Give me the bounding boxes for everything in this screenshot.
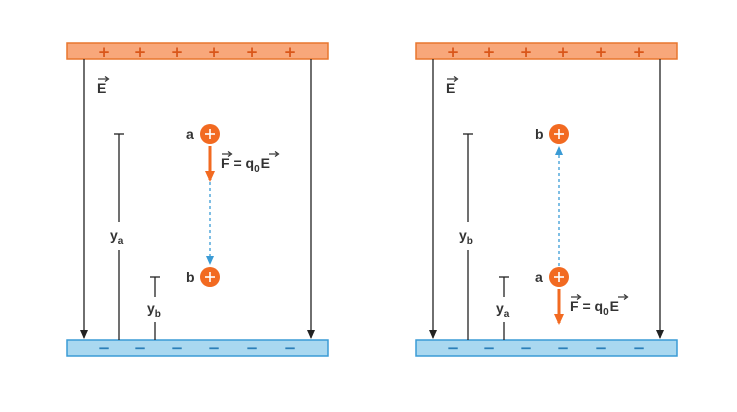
svg-text:F = q0E: F = q0E xyxy=(221,155,270,175)
minus-sign: − xyxy=(208,339,221,357)
minus-sign: − xyxy=(98,339,111,357)
force-label: F = q0E xyxy=(570,294,629,318)
height-a-label: ya xyxy=(496,300,510,320)
height-a-measure xyxy=(114,133,124,340)
height-b-label: yb xyxy=(459,227,473,247)
panel-right: + + + + + + − − − − − − E xyxy=(415,42,678,357)
force-label: F = q0E xyxy=(221,151,280,175)
plus-sign: + xyxy=(557,43,570,61)
plus-sign: + xyxy=(246,43,259,61)
plus-sign: + xyxy=(208,43,221,61)
point-b-label: b xyxy=(186,269,195,285)
charge-at-b xyxy=(549,124,569,144)
positive-plate xyxy=(415,42,678,60)
minus-sign: − xyxy=(633,339,646,357)
panel-left: + + + + + + − − − − − − E xyxy=(66,42,329,357)
plus-sign: + xyxy=(520,43,533,61)
plus-sign: + xyxy=(483,43,496,61)
minus-sign: − xyxy=(447,339,460,357)
svg-text:E: E xyxy=(97,80,106,96)
minus-sign: − xyxy=(171,339,184,357)
height-a-label: ya xyxy=(110,227,124,247)
plus-sign: + xyxy=(595,43,608,61)
plus-sign: + xyxy=(633,43,646,61)
height-b-label: yb xyxy=(147,300,161,320)
field-label: E xyxy=(97,76,110,96)
plus-sign: + xyxy=(284,43,297,61)
plus-sign: + xyxy=(98,43,111,61)
negative-plate xyxy=(66,339,329,357)
height-b-measure xyxy=(463,133,473,340)
svg-text:E: E xyxy=(446,80,455,96)
charge-at-a xyxy=(549,267,569,287)
positive-plate xyxy=(66,42,329,60)
field-label: E xyxy=(446,76,459,96)
minus-sign: − xyxy=(595,339,608,357)
height-a-measure xyxy=(499,276,509,340)
svg-text:F = q0E: F = q0E xyxy=(570,298,619,318)
plus-sign: + xyxy=(171,43,184,61)
plus-sign: + xyxy=(134,43,147,61)
height-b-measure xyxy=(150,276,160,340)
charge-at-b xyxy=(200,267,220,287)
point-a-label: a xyxy=(535,269,543,285)
negative-plate xyxy=(415,339,678,357)
charge-at-a xyxy=(200,124,220,144)
plate-minus-signs: − − − − − − xyxy=(447,339,646,357)
plate-plus-signs: + + + + + + xyxy=(98,43,297,61)
minus-sign: − xyxy=(520,339,533,357)
minus-sign: − xyxy=(284,339,297,357)
minus-sign: − xyxy=(246,339,259,357)
minus-sign: − xyxy=(557,339,570,357)
plate-minus-signs: − − − − − − xyxy=(98,339,297,357)
minus-sign: − xyxy=(134,339,147,357)
minus-sign: − xyxy=(483,339,496,357)
plate-plus-signs: + + + + + + xyxy=(447,43,646,61)
point-a-label: a xyxy=(186,126,194,142)
point-b-label: b xyxy=(535,126,544,142)
plus-sign: + xyxy=(447,43,460,61)
